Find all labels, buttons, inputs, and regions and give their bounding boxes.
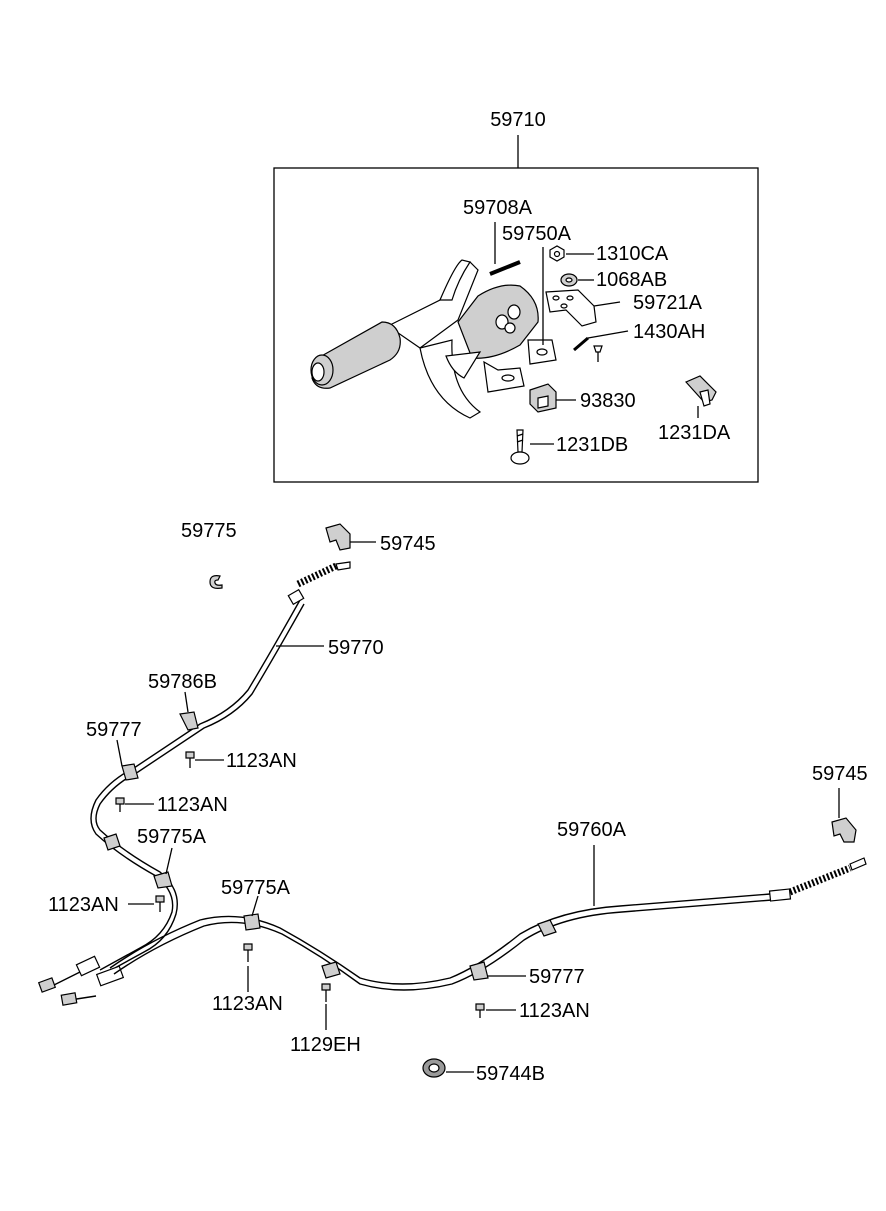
label-1123an-c: 1123AN [48, 894, 119, 916]
label-59745-right: 59745 [812, 763, 868, 785]
cable-59770-part [90, 599, 301, 971]
label-1123an-b: 1123AN [157, 794, 228, 816]
bracket-93830-part [529, 383, 576, 413]
clip-59775a-left-part [103, 833, 173, 889]
bolt-1129eh-part [321, 983, 331, 1030]
hand-lever-part [310, 259, 557, 419]
label-59786b: 59786B [148, 671, 217, 693]
clip-59777-left-part [116, 739, 139, 781]
label-1231da: 1231DA [658, 422, 731, 444]
clip-59745-right-part [831, 788, 857, 843]
label-93830: 93830 [580, 390, 636, 412]
label-59708a: 59708A [463, 197, 533, 219]
label-1123an-d: 1123AN [212, 993, 283, 1015]
label-59775a-left: 59775A [137, 826, 207, 848]
label-59775: 59775 [181, 520, 237, 542]
label-1068ab: 1068AB [596, 269, 667, 291]
switch-bracket-part [545, 289, 621, 327]
lever-assembly-group: 59710 59708A 59750A 1310CA 1068AB 59721A… [273, 109, 759, 483]
label-59770: 59770 [328, 637, 384, 659]
e-clip-59775-part [209, 575, 223, 589]
rear-cable-group: 59775A 59760A 59745 59777 1123AN 1123AN … [109, 763, 868, 1085]
assembly-box [273, 167, 759, 483]
label-59721a: 59721A [633, 292, 703, 314]
label-59777-right: 59777 [529, 966, 585, 988]
cable-59760a-part [109, 893, 771, 985]
bolt-1231db-part [510, 429, 554, 465]
label-59775a-mid: 59775A [221, 877, 291, 899]
label-1231db: 1231DB [556, 434, 628, 456]
front-cable-group: 59775 59745 59770 59786B 59777 1123AN 11… [37, 520, 436, 1006]
cable-59770-spring-part [296, 562, 338, 588]
clip-59775a-mid-part [243, 895, 261, 931]
clip-1231da-part [684, 375, 717, 418]
bolt-1123an-b-part [115, 797, 154, 812]
nut-1310ca-part [549, 245, 594, 262]
label-59777-left: 59777 [86, 719, 142, 741]
pin-59708a-part [489, 260, 521, 276]
label-59750a: 59750A [502, 223, 572, 245]
clip-59777-right-part [469, 961, 526, 981]
clip-rear-a-part [321, 961, 341, 979]
label-1123an-e: 1123AN [519, 1000, 590, 1022]
cable-59760a-spring-part [788, 864, 852, 896]
cable-end-fittings-part [37, 955, 125, 1006]
pin-1430ah-part [573, 330, 629, 362]
bolt-1123an-d-part [243, 943, 253, 992]
label-1123an-a: 1123AN [226, 750, 297, 772]
bolt-1123an-e-part [475, 1003, 516, 1018]
label-1310ca: 1310CA [596, 243, 669, 265]
bolt-1123an-a-part [185, 751, 224, 768]
clip-59786b-part [179, 691, 199, 731]
bolt-1123an-c-part [128, 895, 165, 912]
label-59744b: 59744B [476, 1063, 545, 1085]
label-59745-top: 59745 [380, 533, 436, 555]
clip-rear-b-part [537, 919, 557, 937]
clip-59745-top-part [325, 523, 376, 551]
label-59760a: 59760A [557, 819, 627, 841]
grommet-59744b-part [422, 1058, 474, 1078]
label-1430ah: 1430AH [633, 321, 705, 343]
label-59710: 59710 [490, 109, 546, 131]
nut-1068ab-part [560, 273, 594, 287]
label-1129eh: 1129EH [290, 1034, 361, 1056]
